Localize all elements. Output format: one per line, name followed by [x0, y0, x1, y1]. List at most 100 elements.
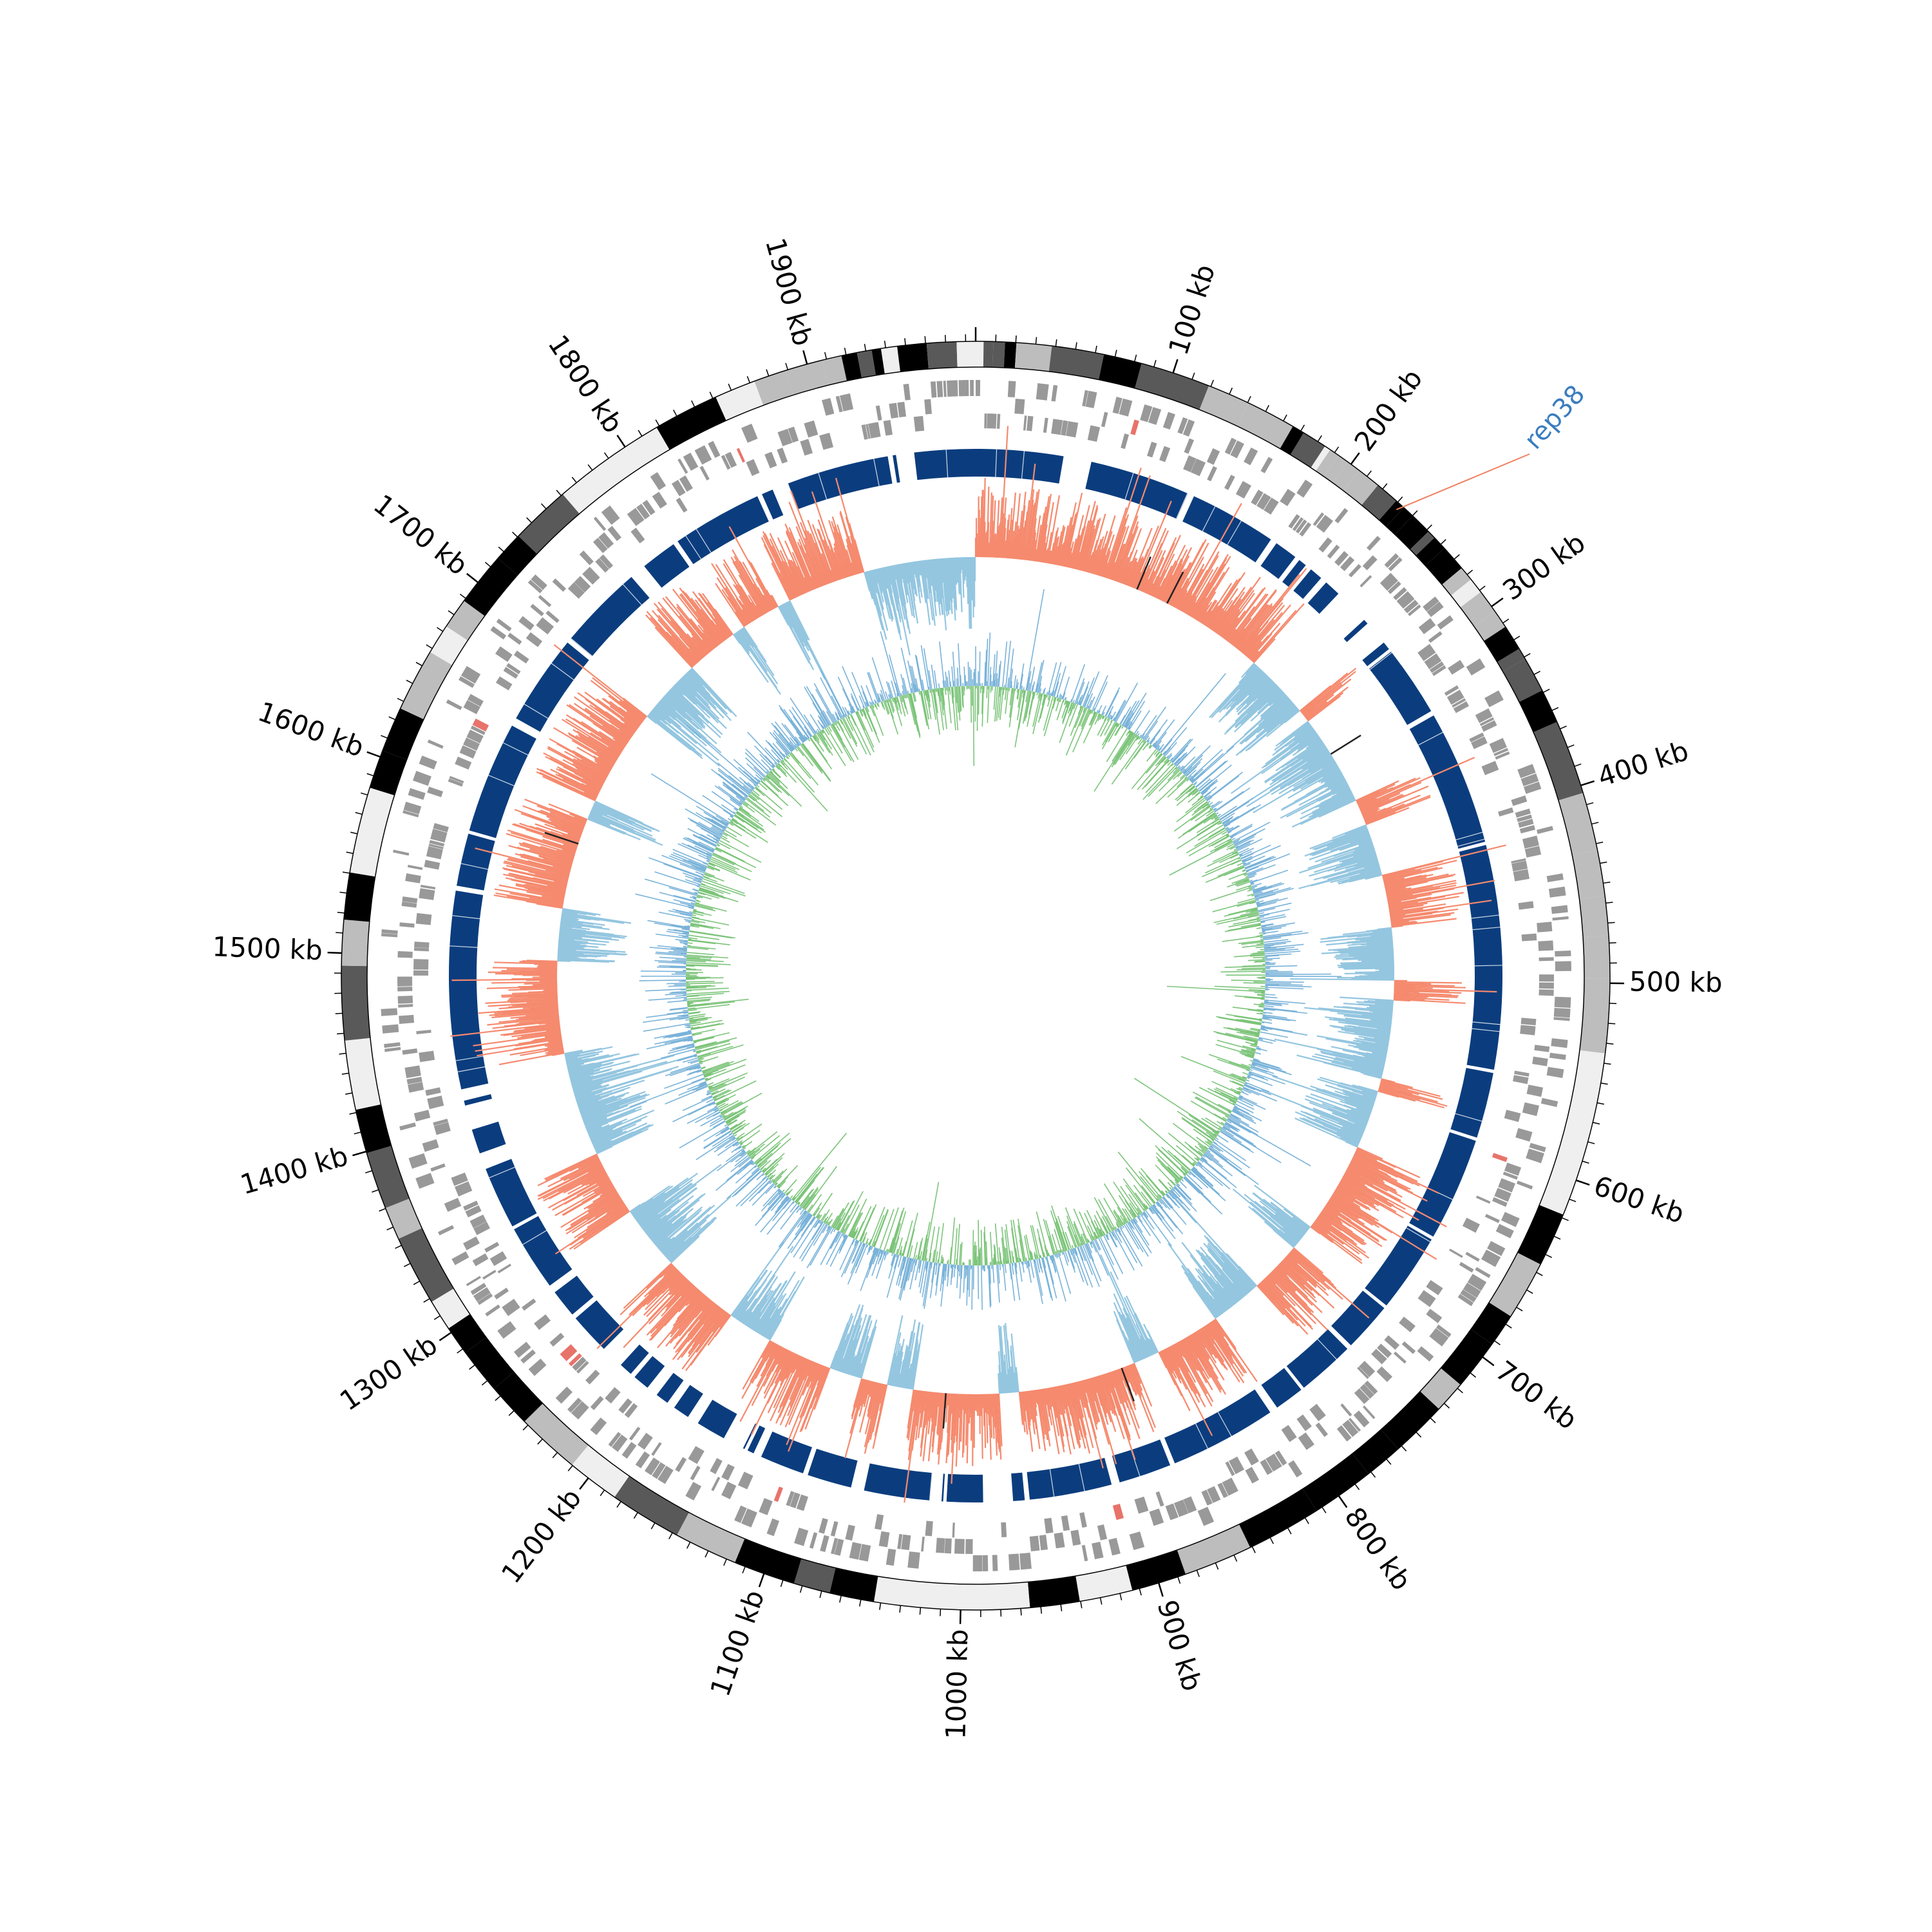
skew-positive-bar — [1345, 1171, 1447, 1227]
gene-feature — [571, 1401, 589, 1420]
gene-feature — [1296, 479, 1313, 498]
gene-feature — [1494, 1188, 1511, 1202]
skew-positive-bar — [1213, 1319, 1258, 1382]
skew-positive-bar — [1020, 520, 1027, 560]
content-high-spike — [1019, 674, 1024, 690]
synteny-block — [656, 1372, 684, 1403]
synteny-block — [575, 1300, 624, 1349]
gene-feature — [788, 426, 799, 443]
skew-positive-bar — [933, 1392, 937, 1417]
minor-tick — [1600, 1083, 1608, 1085]
skew-positive-bar — [1191, 564, 1224, 618]
content-low-spike — [1039, 693, 1043, 701]
gene-feature — [1553, 1007, 1571, 1018]
content-low-spike — [1009, 688, 1016, 728]
skew-positive-bar — [1027, 1390, 1032, 1420]
ideogram-band — [983, 341, 994, 368]
gene-feature — [1423, 596, 1439, 612]
minor-tick — [1545, 1254, 1552, 1258]
gene-feature — [1518, 819, 1534, 828]
minor-tick — [1466, 569, 1473, 575]
gene-feature — [416, 1030, 431, 1034]
gene-feature — [1379, 573, 1398, 591]
gene-feature — [1492, 1197, 1508, 1208]
minor-tick — [1397, 496, 1403, 503]
skew-positive-bar — [1253, 638, 1276, 663]
gene-feature — [414, 942, 430, 949]
gene-feature — [820, 1535, 829, 1552]
gene-feature — [764, 451, 777, 469]
gene-feature — [1393, 587, 1407, 601]
ideogram-band — [1517, 1205, 1564, 1265]
gene-feature — [976, 380, 981, 397]
skew-track — [450, 426, 1506, 1503]
minor-tick — [1386, 1459, 1392, 1465]
gene-feature — [741, 423, 758, 443]
gene-feature — [1121, 433, 1130, 450]
block-separator — [457, 1066, 486, 1072]
gene-feature — [1207, 1486, 1221, 1503]
ideogram-band — [398, 1228, 454, 1302]
content-low-spike — [1053, 696, 1056, 701]
skew-negative-bar — [1318, 799, 1356, 818]
tick-label-400: 400 kb — [1594, 735, 1692, 793]
minor-tick — [673, 410, 677, 417]
ideogram-band — [1126, 1549, 1186, 1591]
gene-feature — [1555, 961, 1571, 971]
ideogram-band — [350, 822, 385, 877]
content-low-spike — [1022, 690, 1030, 724]
minor-tick — [1591, 822, 1599, 825]
gene-feature — [408, 1153, 428, 1169]
ideogram-band — [430, 626, 468, 665]
gene-feature — [534, 1314, 551, 1331]
gene-feature — [1334, 551, 1349, 566]
content-high-spike — [1025, 589, 1045, 691]
minor-tick — [1562, 1217, 1569, 1221]
content-low-spike — [999, 687, 1004, 720]
gene-feature — [531, 574, 547, 591]
ideogram-band — [926, 341, 958, 369]
skew-positive-bar — [779, 1359, 810, 1426]
ideogram-band — [1420, 1368, 1461, 1409]
minor-tick — [379, 1208, 386, 1212]
gene-feature — [777, 428, 793, 446]
content-low-spike — [1004, 687, 1007, 701]
gene-feature — [1492, 1153, 1508, 1162]
skew-accent — [1166, 571, 1184, 604]
synteny-block — [914, 449, 976, 480]
gene-feature — [1296, 1414, 1312, 1432]
skew-positive-bar — [518, 1018, 560, 1024]
gene-feature — [612, 1434, 628, 1452]
gene-feature — [1489, 737, 1507, 753]
minor-tick — [437, 627, 444, 632]
skew-negative-bar — [562, 907, 601, 916]
synteny-block — [697, 1399, 737, 1439]
content-low-spike — [1025, 691, 1032, 719]
skew-positive-bar — [697, 598, 729, 639]
gene-feature — [1288, 514, 1300, 529]
gene-feature — [1184, 438, 1194, 454]
synteny-block — [1409, 1132, 1476, 1237]
ideogram-band — [1290, 432, 1325, 468]
gene-feature — [1079, 1512, 1087, 1528]
gene-feature — [736, 448, 746, 463]
gene-feature — [1417, 1346, 1434, 1362]
ideogram-band — [1381, 1391, 1439, 1449]
skew-positive-bar — [507, 895, 564, 907]
skew-positive-bar — [999, 426, 1009, 558]
minor-tick — [1470, 1372, 1477, 1378]
major-tick — [1158, 1582, 1164, 1597]
gene-feature — [460, 666, 481, 684]
block-separator — [1202, 506, 1216, 531]
synteny-block — [571, 576, 650, 657]
ideogram-band — [366, 1146, 410, 1208]
minor-tick — [342, 871, 350, 874]
ideogram-band — [1410, 531, 1435, 556]
minor-tick — [459, 593, 466, 599]
skew-positive-bar — [1383, 877, 1405, 884]
gene-feature — [650, 472, 667, 491]
skew-positive-bar — [1383, 867, 1443, 882]
synteny-block — [946, 1473, 983, 1503]
ideogram-band — [880, 346, 900, 374]
gene-feature — [1014, 399, 1025, 415]
